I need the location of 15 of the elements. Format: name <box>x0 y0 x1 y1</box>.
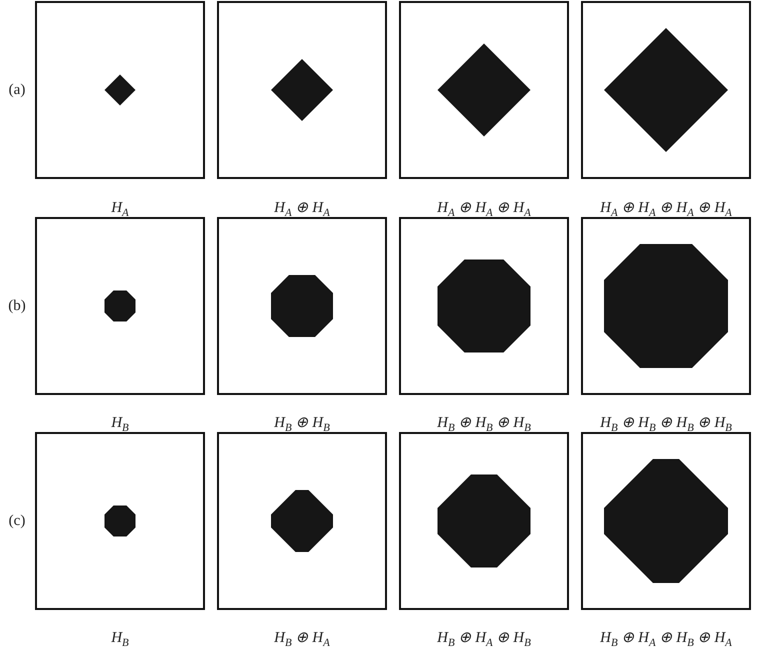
row-label: (b) <box>8 297 26 315</box>
panel-caption: H$_{A}$ <box>111 199 129 221</box>
panel-caption: H$_{B}$ ⊕ H$_{B}$ <box>274 414 330 436</box>
panel-caption: H$_{B}$ ⊕ H$_{A}$ ⊕ H$_{B}$ ⊕ H$_{A}$ <box>600 629 732 651</box>
panel-caption: H$_{A}$ ⊕ H$_{A}$ ⊕ H$_{A}$ ⊕ H$_{A}$ <box>600 199 732 221</box>
panel-caption: H$_{B}$ ⊕ H$_{A}$ <box>274 629 330 651</box>
panel-caption: H$_{B}$ <box>111 414 129 436</box>
panel-caption: H$_{B}$ ⊕ H$_{A}$ ⊕ H$_{B}$ <box>437 629 531 651</box>
panel-caption: H$_{B}$ ⊕ H$_{B}$ ⊕ H$_{B}$ ⊕ H$_{B}$ <box>600 414 732 436</box>
panel-caption: H$_{A}$ ⊕ H$_{A}$ <box>274 199 330 221</box>
row-label: (a) <box>8 81 26 99</box>
panel-caption: H$_{B}$ ⊕ H$_{B}$ ⊕ H$_{B}$ <box>437 414 531 436</box>
panel-caption: H$_{A}$ ⊕ H$_{A}$ ⊕ H$_{A}$ <box>437 199 531 221</box>
row-label: (c) <box>8 512 26 530</box>
panel-caption: H$_{B}$ <box>111 629 129 651</box>
